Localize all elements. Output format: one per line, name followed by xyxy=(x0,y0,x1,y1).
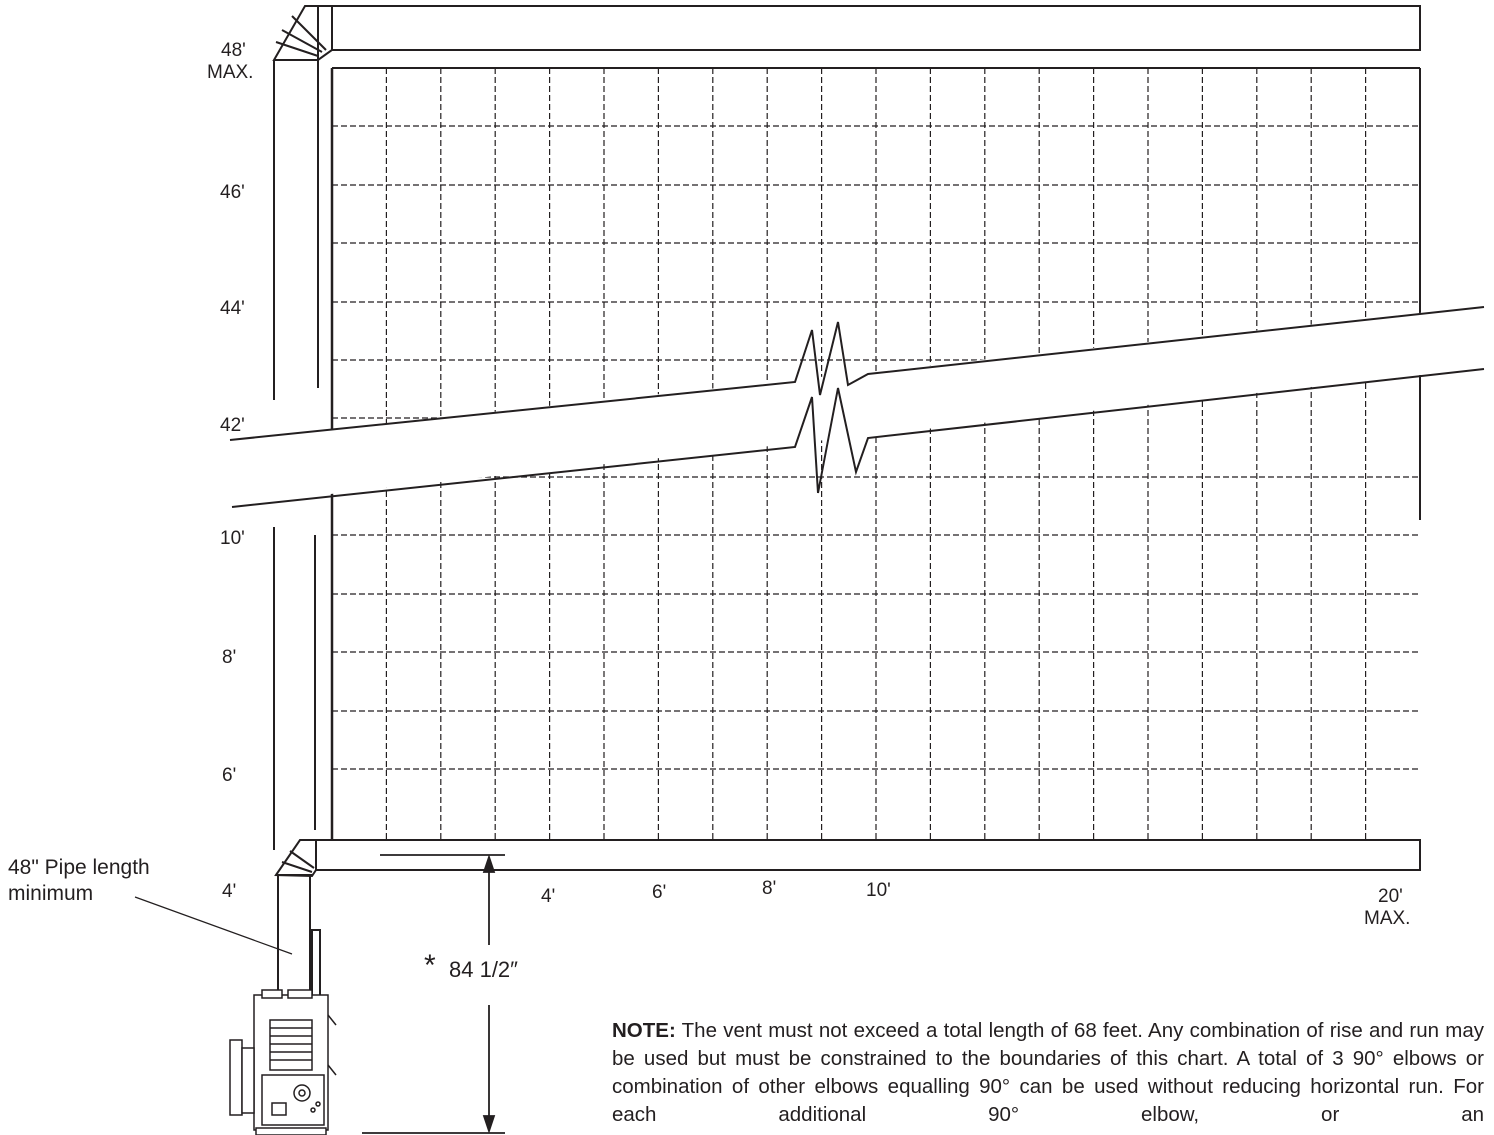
x-label-10: 10' xyxy=(866,880,891,901)
x-label-8: 8' xyxy=(762,878,776,899)
x-axis-labels: 4' 6' 8' 10' 20' MAX. xyxy=(541,878,1410,929)
y-label-10: 10' xyxy=(220,528,245,549)
vent-note: NOTE: The vent must not exceed a total l… xyxy=(612,1017,1484,1129)
axis-break-band xyxy=(229,306,1485,508)
vent-grid-lower xyxy=(330,367,1421,840)
bottom-horizontal-pipe xyxy=(274,839,1421,878)
y-label-46: 46' xyxy=(220,182,245,203)
appliance-flue-pipe xyxy=(277,876,321,997)
y-label-8: 8' xyxy=(222,647,236,668)
y-label-42: 42' xyxy=(220,415,245,436)
y-label-48-max: MAX. xyxy=(207,62,253,83)
x-label-4: 4' xyxy=(541,886,555,907)
height-dimension xyxy=(362,854,505,1134)
note-text: The vent must not exceed a total length … xyxy=(612,1019,1484,1126)
pipe-length-label: 48" Pipe length minimum xyxy=(8,856,150,905)
note-heading: NOTE: xyxy=(612,1019,676,1042)
y-label-4: 4' xyxy=(222,881,236,902)
vertical-vent-pipe xyxy=(273,60,319,850)
y-label-48: 48' xyxy=(221,40,246,61)
x-label-20: 20' xyxy=(1378,886,1403,907)
vent-grid-upper xyxy=(330,67,1421,440)
pipe-label-leader xyxy=(134,896,293,955)
x-label-20-max: MAX. xyxy=(1364,908,1410,929)
x-label-6: 6' xyxy=(652,882,666,903)
top-horizontal-pipe xyxy=(272,5,1421,61)
dimension-value: 84 1/2″ xyxy=(449,957,518,982)
y-axis-labels: 48' MAX. 46' 44' 42' 10' 8' 6' 4' xyxy=(207,40,253,902)
heater-appliance xyxy=(229,989,337,1135)
y-label-6: 6' xyxy=(222,765,236,786)
dimension-asterisk: * xyxy=(424,949,436,982)
y-label-44: 44' xyxy=(220,298,245,319)
